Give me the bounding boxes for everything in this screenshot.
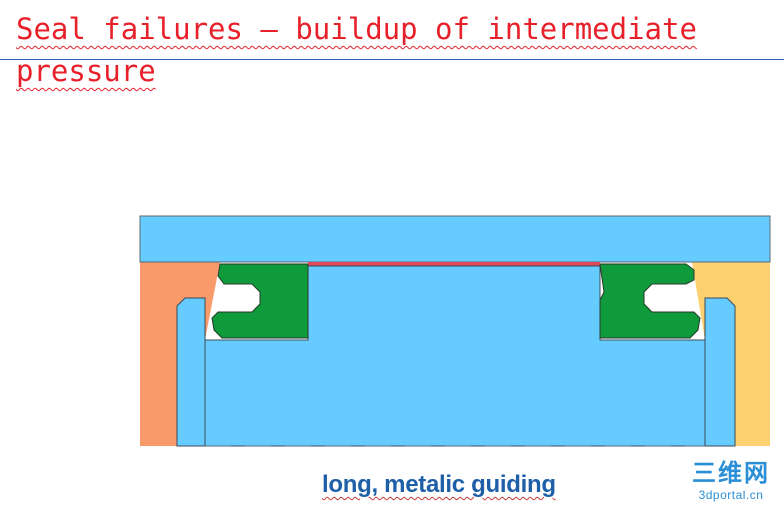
- watermark-sub: 3dportal.cn: [698, 488, 764, 502]
- right-seal: [599, 263, 701, 339]
- intermediate-pressure-gap: [308, 262, 600, 266]
- title-divider: [0, 59, 784, 60]
- right-guide-ring: [704, 297, 736, 447]
- diagram-caption: long, metalic guiding: [322, 471, 556, 498]
- left-seal: [211, 263, 309, 339]
- cylinder-top-wall: [139, 215, 771, 263]
- left-guide-ring: [176, 297, 206, 447]
- watermark-main: 三维网: [692, 460, 770, 487]
- watermark-logo: 三维网 3dportal.cn: [683, 460, 779, 502]
